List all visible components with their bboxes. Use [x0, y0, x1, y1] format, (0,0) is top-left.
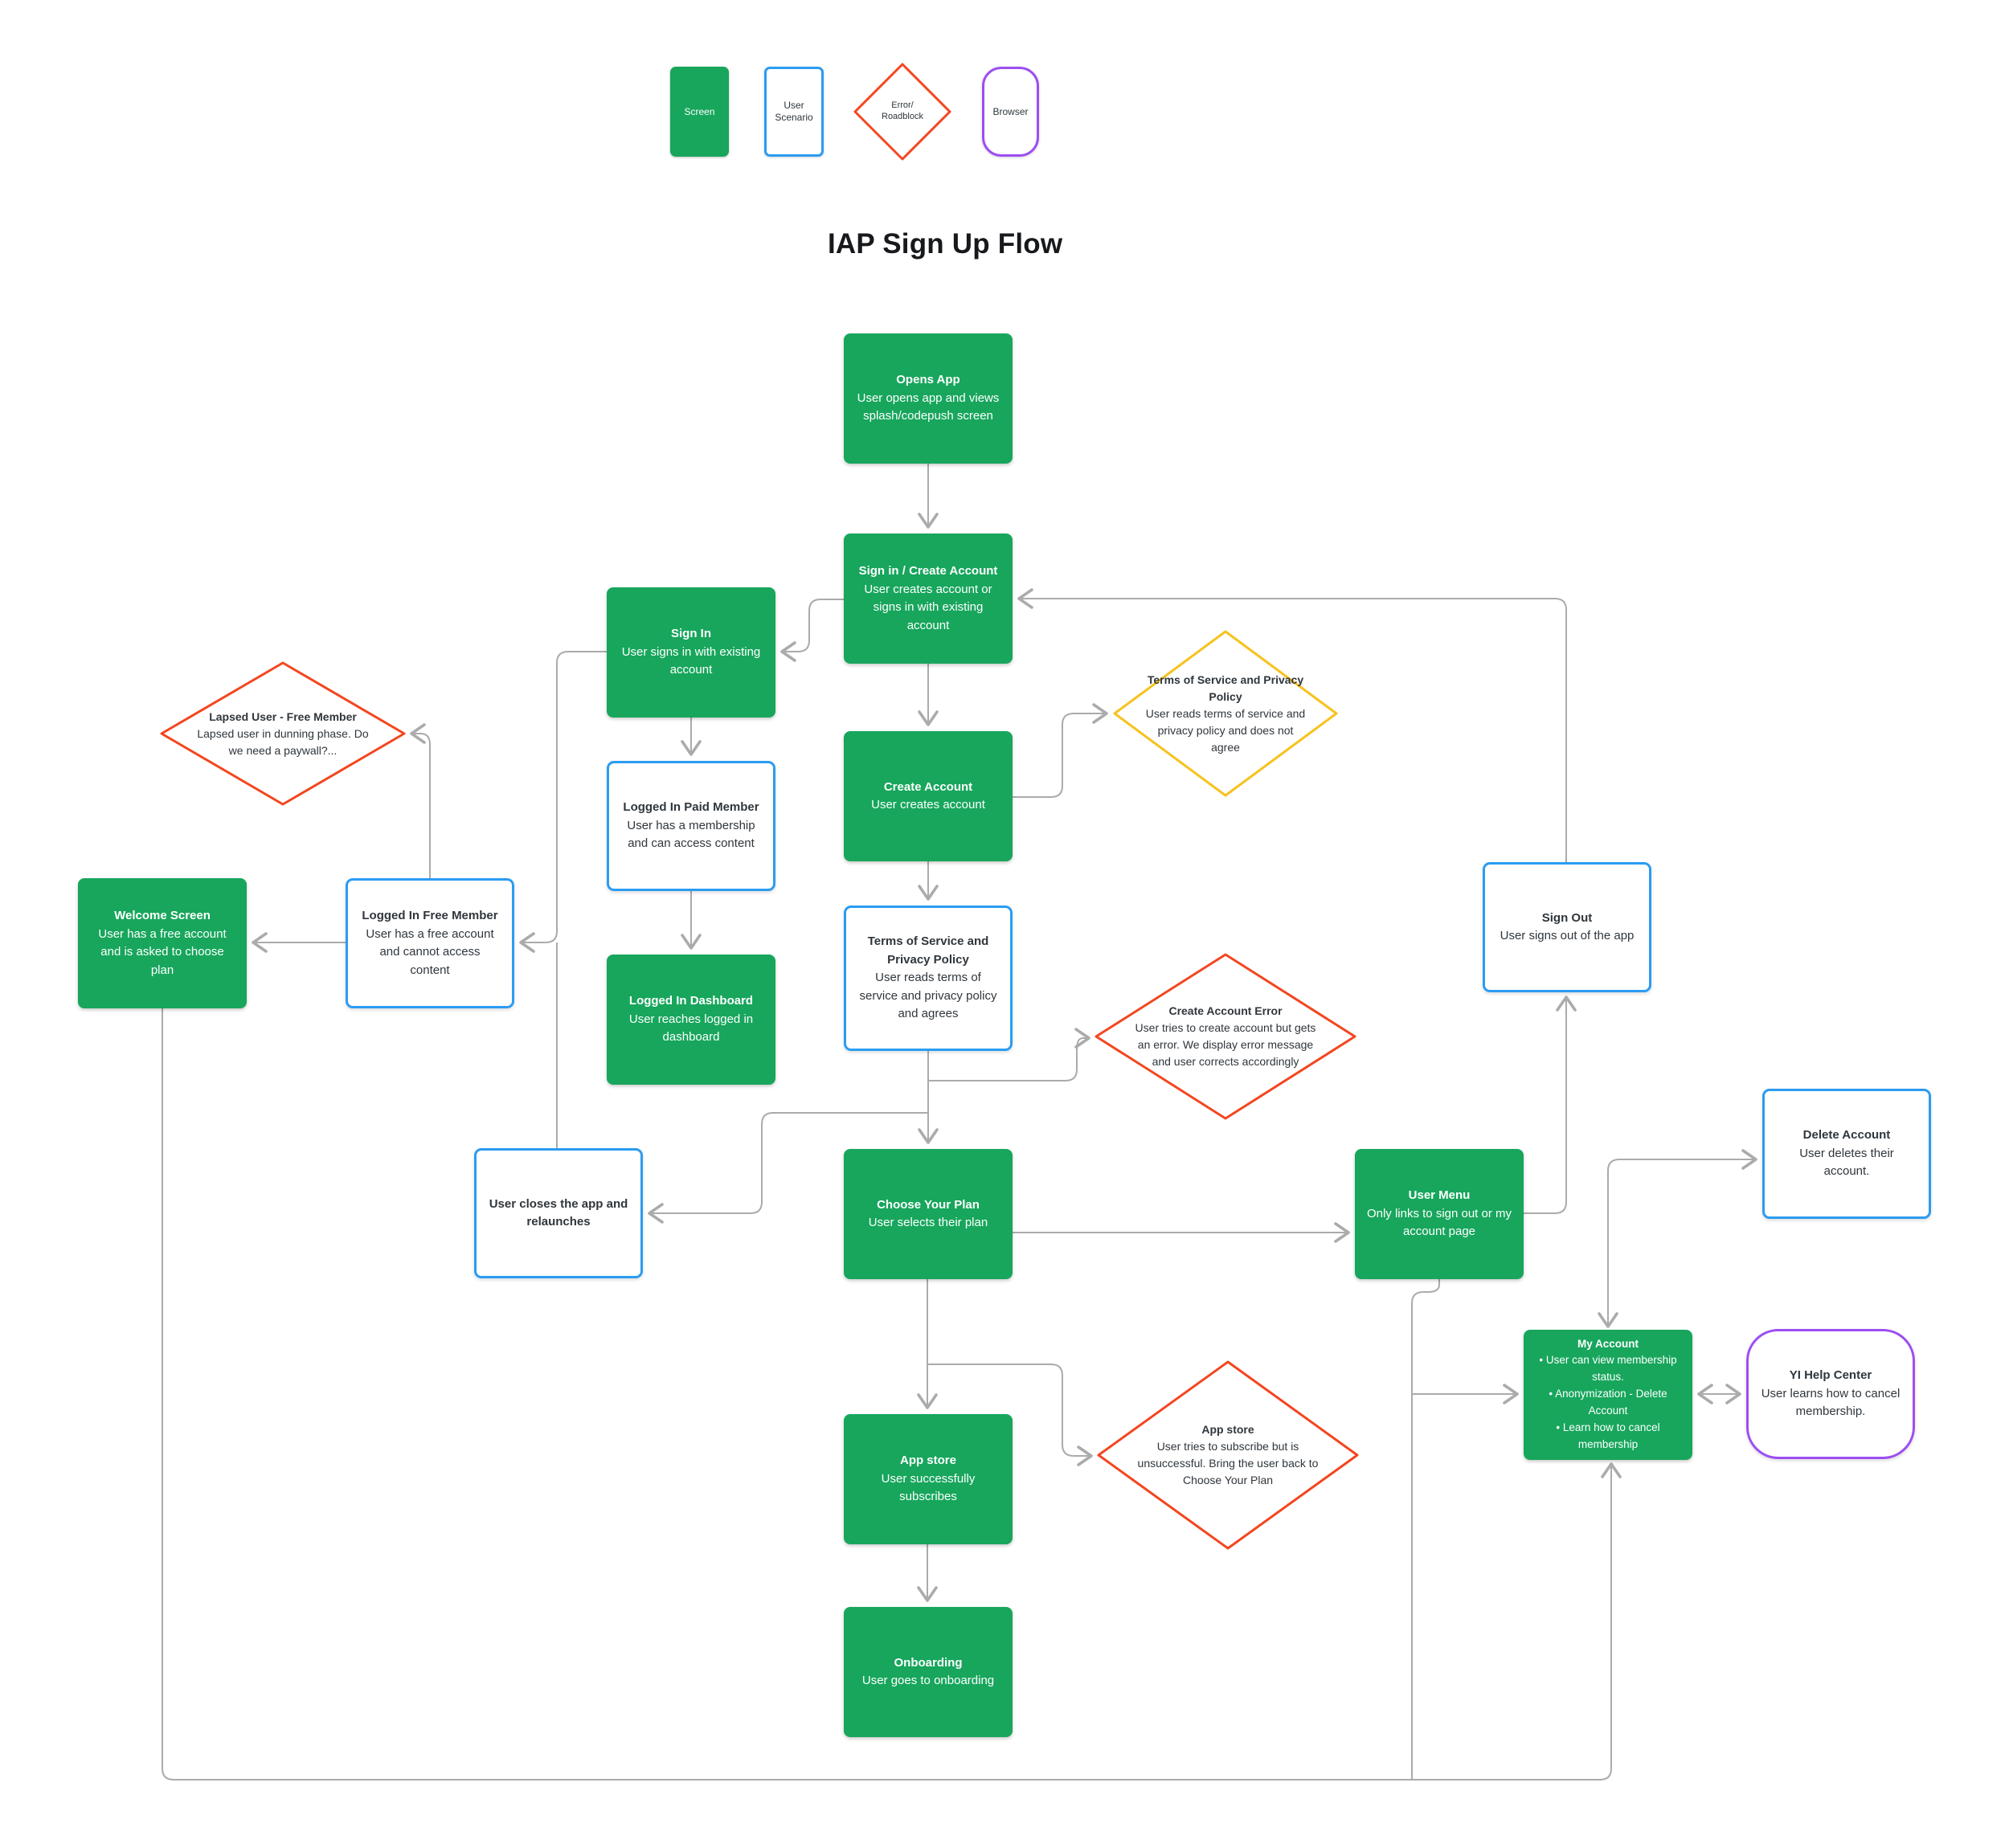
legend-user-scenario-label: User Scenario — [775, 100, 813, 123]
node-bullet: • Learn how to cancel membership — [1556, 1421, 1660, 1450]
edge-tos-agree-to-create-account-error — [928, 1028, 1090, 1081]
node-title: Create Account Error — [1168, 1004, 1283, 1017]
node-title: App store — [1201, 1423, 1254, 1436]
diamond-shape — [160, 661, 406, 806]
page-title: IAP Sign Up Flow — [828, 228, 1063, 260]
edge-tos-agree-to-user-closes — [648, 1112, 928, 1224]
node-body: User signs in with existing account — [621, 644, 761, 677]
node-body: User signs out of the app — [1500, 929, 1635, 942]
node-title: My Account — [1577, 1338, 1639, 1351]
diamond-shape — [1097, 1360, 1359, 1550]
node-body: User reads terms of service and privacy … — [1145, 706, 1306, 754]
node-body: User deletes their account. — [1799, 1146, 1894, 1179]
node-bullet: • User can view membership status. — [1539, 1354, 1677, 1384]
edge-sign-out-to-sign-in-create — [1017, 588, 1567, 862]
node-body: User reaches logged in dashboard — [628, 1012, 754, 1045]
node-title: Terms of Service and Privacy Policy — [867, 934, 989, 967]
node-title: App store — [899, 1453, 956, 1468]
diamond-icon — [853, 63, 951, 161]
edge-free-member-to-lapsed-user — [410, 723, 431, 878]
node-body: User tries to create account but gets an… — [1135, 1021, 1316, 1068]
legend-user-scenario-shape[interactable]: User Scenario — [764, 67, 824, 157]
node-body: User has a membership and can access con… — [627, 818, 755, 851]
edge-sign-in-create-to-sign-in — [780, 599, 844, 662]
edge-create-account-to-tos-disagree — [1013, 703, 1108, 798]
edge-my-account-to-delete-account — [1598, 1149, 1757, 1328]
node-my-account[interactable]: My Account• User can view membership sta… — [1524, 1330, 1692, 1460]
node-title: Welcome Screen — [114, 909, 211, 922]
legend-browser-label: Browser — [992, 105, 1029, 117]
node-title: YI Help Center — [1789, 1368, 1872, 1383]
node-body: User selects their plan — [868, 1216, 988, 1229]
node-title: User closes the app and relaunches — [489, 1196, 628, 1229]
node-user-closes[interactable]: User closes the app and relaunches — [474, 1148, 643, 1278]
edge-welcome-screen-to-my-account — [162, 1008, 1622, 1781]
node-title: Sign Out — [1541, 910, 1593, 925]
node-title: Logged In Paid Member — [623, 800, 759, 815]
node-title: Opens App — [896, 373, 960, 387]
node-body: User reads terms of service and privacy … — [859, 971, 997, 1021]
node-body: User has a free account and is asked to … — [98, 926, 227, 977]
node-body: User goes to onboarding — [861, 1674, 995, 1687]
node-body: User creates account — [871, 798, 985, 812]
node-title: Sign in / Create Account — [858, 564, 998, 578]
node-title: Logged In Dashboard — [628, 994, 754, 1008]
legend-screen-label: Screen — [684, 105, 715, 117]
node-title: Create Account — [883, 779, 973, 794]
node-body: User has a free account and cannot acces… — [366, 926, 494, 977]
node-body: Only links to sign out or my account pag… — [1366, 1206, 1512, 1239]
node-title: Lapsed User - Free Member — [209, 709, 357, 723]
legend-screen-shape[interactable]: Screen — [670, 67, 729, 157]
legend-error-roadblock-label: Error/ Roadblock — [882, 100, 923, 121]
node-body: User creates account or signs in with ex… — [864, 582, 992, 632]
node-bullet-list: • User can view membership status. • Anon… — [1534, 1352, 1682, 1453]
node-bullet: • Anonymization - Delete Account — [1549, 1388, 1667, 1417]
node-sign-in[interactable]: Sign In User signs in with existing accou… — [607, 587, 775, 718]
node-title: Terms of Service and Privacy Policy — [1147, 673, 1304, 703]
node-body: User learns how to cancel membership. — [1761, 1386, 1901, 1419]
node-title: Onboarding — [894, 1655, 963, 1670]
diamond-shape — [1095, 953, 1356, 1120]
node-title: Logged In Free Member — [362, 909, 498, 922]
node-title: Sign In — [671, 627, 711, 641]
diamond-shape — [1113, 630, 1338, 797]
node-title: User Menu — [1408, 1188, 1471, 1203]
node-body: User opens app and views splash/codepush… — [857, 390, 1000, 423]
legend-browser-shape[interactable]: Browser — [982, 67, 1039, 157]
node-title: Choose Your Plan — [877, 1197, 980, 1212]
node-body: Lapsed user in dunning phase. Do we need… — [197, 726, 369, 757]
node-title: Delete Account — [1802, 1128, 1891, 1143]
edge-user-menu-to-sign-out — [1524, 996, 1577, 1214]
node-body: User tries to subscribe but is unsuccess… — [1137, 1440, 1319, 1486]
legend-error-roadblock-shape[interactable]: Error/ Roadblock — [852, 61, 953, 162]
edge-choose-plan-to-app-store-error — [927, 1364, 1093, 1466]
edge-user-menu-to-bottom-rail — [1411, 1278, 1440, 1780]
edge-sign-in-to-free-member — [519, 651, 607, 953]
node-body: User successfully subscribes — [881, 1471, 976, 1504]
